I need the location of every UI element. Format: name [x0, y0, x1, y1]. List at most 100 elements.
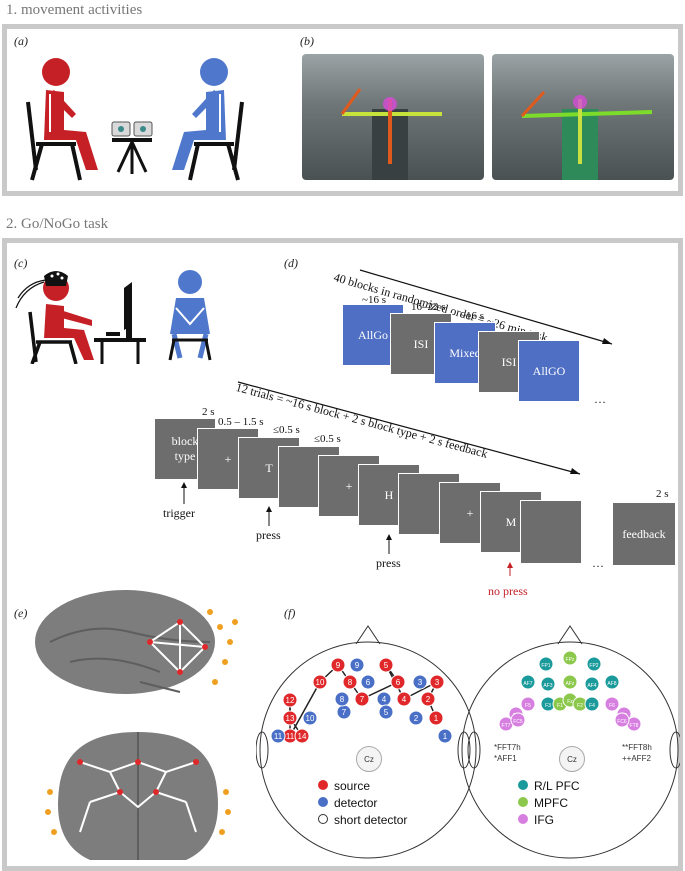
- detector-8-label: 8: [340, 695, 345, 704]
- block-timeline-arrow: [359, 269, 613, 345]
- channel-F6: [604, 696, 620, 712]
- red-participant-with-cap-icon: [15, 271, 94, 364]
- notes-right: **FFT8h ++AFF2: [622, 742, 652, 764]
- note-aff1: *AFF1: [494, 754, 517, 763]
- source-14-label: 14: [298, 732, 307, 741]
- channel-F4-label: F4: [589, 703, 595, 709]
- movement-photo-left: [302, 54, 484, 180]
- cz-marker-right: Cz: [559, 746, 585, 772]
- channel-F3-label: F3: [545, 703, 551, 709]
- panel-d-label: (d): [284, 256, 298, 270]
- cz-marker-left: Cz: [356, 746, 382, 772]
- channel-FP1-label: FP1: [541, 663, 550, 669]
- source-10: [312, 674, 328, 690]
- channel-AF7-label: AF7: [523, 681, 532, 687]
- channel-FP2-label: FP2: [589, 663, 598, 669]
- event-markers: [181, 482, 513, 576]
- trial-box-blank-3: [520, 500, 582, 564]
- source-5: [378, 657, 394, 673]
- block-time-2: 16–22 s: [411, 301, 446, 313]
- channel-FC6: [614, 712, 630, 728]
- top-brain-view: [45, 732, 231, 860]
- legend-source: source: [318, 778, 407, 795]
- source-9-label: 9: [336, 661, 341, 670]
- legend-detector: detector: [318, 795, 407, 812]
- detector-2: [408, 710, 424, 726]
- block-time-3: ~16 s: [460, 310, 484, 322]
- source-6: [390, 674, 406, 690]
- source-2-label: 2: [426, 695, 431, 704]
- section-1-frame: [2, 24, 683, 196]
- source-8-label: 8: [348, 678, 353, 687]
- source-1-label: 1: [434, 714, 439, 723]
- detector-6: [360, 674, 376, 690]
- channel-AF7: [520, 674, 536, 690]
- detector-2-label: 2: [414, 714, 419, 723]
- source-12-label: 12: [286, 696, 295, 705]
- note-aff2: ++AFF2: [622, 754, 651, 763]
- channel-F6-label: F6: [609, 703, 615, 709]
- channel-F1-label: F1: [557, 703, 563, 709]
- left-head-outline: [256, 625, 481, 859]
- panel-a-label: (a): [14, 34, 28, 48]
- trial-time-3: ≤0.5 s: [273, 424, 300, 436]
- detector-9: [349, 657, 365, 673]
- short-detector-ring-icon: [318, 814, 328, 824]
- trial-ellipsis: …: [592, 556, 604, 570]
- channel-FC5-label: FC5: [513, 719, 523, 725]
- press-label-2: press: [376, 556, 401, 570]
- legend-left: source detector short detector: [318, 778, 407, 829]
- channel-AF4-label: AF4: [587, 683, 596, 689]
- press-label-1: press: [256, 528, 281, 542]
- brain-montage-renderings: [35, 590, 238, 860]
- detector-5-label: 5: [384, 708, 389, 717]
- source-4-label: 4: [402, 695, 407, 704]
- detector-3: [412, 674, 428, 690]
- channel-FC5: [510, 712, 526, 728]
- detector-10: [302, 710, 318, 726]
- detector-1-label: 1: [443, 732, 448, 741]
- channel-AF3-label: AF3: [543, 683, 552, 689]
- seated-figures-illustration: [26, 58, 244, 181]
- legend-right: R/L PFC MPFC IFG: [518, 778, 580, 829]
- right-channel-montage: FP1FPzFP2AF7AF3AFzAF4AF8F7F5F3F1FzF2F4F6…: [498, 650, 642, 732]
- source-12: [282, 692, 298, 708]
- detector-5: [378, 704, 394, 720]
- channel-AF8-label: AF8: [607, 681, 616, 687]
- channel-F5-label: F5: [525, 703, 531, 709]
- trigger-label: trigger: [163, 506, 195, 520]
- section-2-title: 2. Go/NoGo task: [6, 216, 109, 232]
- note-fft8h: **FFT8h: [622, 743, 652, 752]
- trial-time-1: 2 s: [202, 406, 215, 418]
- channel-FP2: [586, 656, 602, 672]
- source-3: [429, 674, 445, 690]
- legend-ifg: IFG: [518, 812, 580, 829]
- source-9: [330, 657, 346, 673]
- mpfc-dot-icon: [518, 797, 528, 807]
- source-5-label: 5: [384, 661, 389, 670]
- rl-pfc-dot-icon: [518, 780, 528, 790]
- trial-time-4: ≤0.5 s: [314, 433, 341, 445]
- source-dot-icon: [318, 780, 328, 790]
- source-3-label: 3: [435, 678, 440, 687]
- camera-tripod-icon: [111, 121, 153, 174]
- detector-7-label: 7: [342, 708, 347, 717]
- source-7-label: 7: [360, 695, 365, 704]
- legend-short-detector: short detector: [318, 812, 407, 829]
- channel-FC6-label: FC6: [617, 719, 627, 725]
- trial-time-2: 0.5 – 1.5 s: [218, 416, 264, 428]
- detector-4-label: 4: [382, 695, 387, 704]
- channel-FT8-label: FT8: [630, 723, 639, 729]
- detector-dot-icon: [318, 797, 328, 807]
- block-time-1: ~16 s: [362, 294, 386, 306]
- panel-e-label: (e): [14, 606, 28, 620]
- optode-link-9: [289, 681, 321, 737]
- detector-9-label: 9: [355, 661, 360, 670]
- red-seated-person-icon: [26, 58, 98, 181]
- right-head-outline: [457, 625, 680, 859]
- blue-observer-icon: [168, 270, 212, 361]
- channel-FT7-label: FT7: [502, 723, 511, 729]
- source-7: [354, 691, 370, 707]
- ifg-dot-icon: [518, 814, 528, 824]
